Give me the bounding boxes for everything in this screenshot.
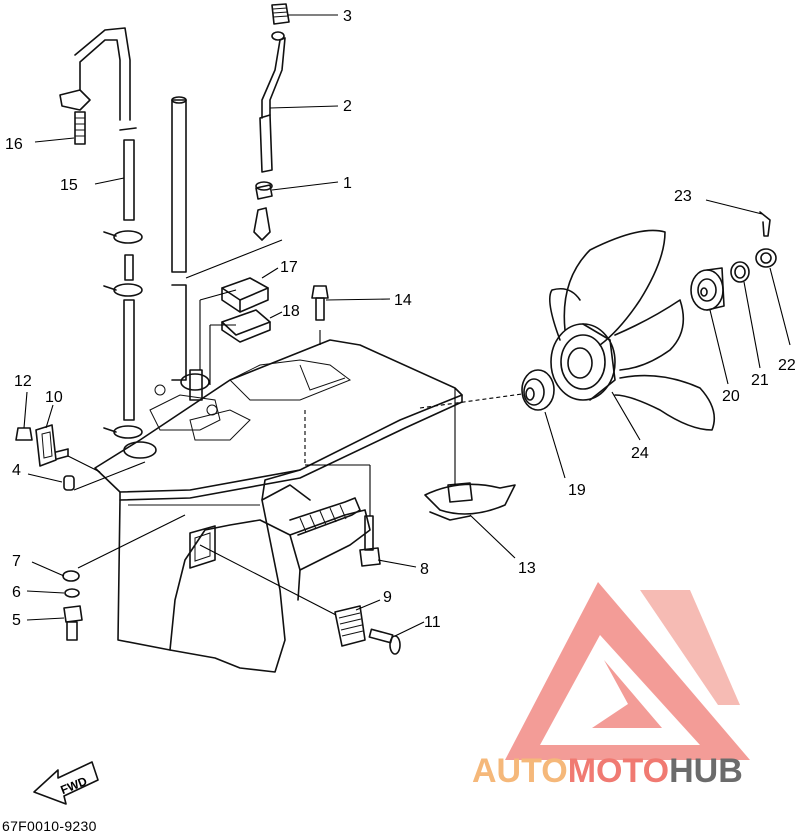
- automotohub-wordmark: AUTOMOTOHUB: [472, 752, 743, 791]
- callout-15: 15: [60, 177, 78, 194]
- wordmark-auto: AUTO: [472, 752, 568, 790]
- part-13-trim-tab: [424, 482, 516, 521]
- wordmark-moto: MOTO: [567, 752, 670, 790]
- callout-19: 19: [568, 482, 586, 499]
- callout-21: 21: [751, 372, 769, 389]
- part-18-plate: [221, 309, 271, 343]
- leader-lines: [23, 14, 791, 637]
- part-15-hose: [74, 27, 137, 421]
- part-10-anode: [35, 424, 69, 467]
- callout-20: 20: [722, 388, 740, 405]
- part-9-grille: [334, 605, 366, 647]
- part-20-spacer: [690, 267, 725, 311]
- callout-11: 11: [424, 614, 441, 631]
- catalog-code: 67F0010-9230: [2, 818, 97, 834]
- part-22-nut: [755, 248, 777, 268]
- part-7-washer: [62, 570, 80, 582]
- part-14-bolt: [311, 285, 329, 321]
- part-23-cotter-pin: [759, 211, 771, 237]
- callout-8: 8: [420, 561, 429, 578]
- callout-17: 17: [280, 259, 298, 276]
- callout-16: 16: [5, 136, 23, 153]
- part-19-thrust-washer: [521, 369, 555, 411]
- callout-5: 5: [12, 612, 21, 629]
- callout-4: 4: [12, 462, 21, 479]
- part-17-damper: [221, 277, 269, 313]
- callout-18: 18: [282, 303, 300, 320]
- callout-10: 10: [45, 389, 63, 406]
- callout-1: 1: [343, 175, 352, 192]
- part-6-washer: [64, 588, 80, 598]
- part-24-propeller: [549, 229, 716, 431]
- part-1-grommet: [253, 181, 273, 241]
- part-3-top-grommet: [271, 3, 290, 25]
- callout-23: 23: [674, 188, 692, 205]
- callout-3: 3: [343, 8, 352, 25]
- callout-6: 6: [12, 584, 21, 601]
- callout-2: 2: [343, 98, 352, 115]
- callout-numbers: 1 2 3 4 5 6 7 8 9 10 11 12 13 14 15 16 1…: [5, 8, 796, 631]
- callout-24: 24: [631, 445, 649, 462]
- callout-12: 12: [14, 373, 32, 390]
- automotohub-logo-triangle: [505, 582, 750, 760]
- part-11-screw: [368, 628, 401, 655]
- callout-22: 22: [778, 357, 796, 374]
- part-8-bolt: [359, 515, 381, 567]
- callout-9: 9: [383, 589, 392, 606]
- callout-13: 13: [518, 560, 536, 577]
- part-2-water-tube: [259, 31, 286, 173]
- part-12-bolt: [15, 427, 33, 441]
- part-16-fitting: [59, 89, 91, 145]
- callout-7: 7: [12, 553, 21, 570]
- hose-clamps: [103, 230, 143, 439]
- callout-14: 14: [394, 292, 412, 309]
- fwd-arrow-icon: FWD: [33, 761, 99, 805]
- lower-casing: [94, 339, 463, 673]
- part-5-bolt: [63, 605, 83, 641]
- wordmark-hub: HUB: [669, 752, 743, 790]
- part-21-washer: [730, 261, 750, 283]
- shift-rod: [171, 96, 187, 381]
- part-4-dowel-pin: [63, 475, 75, 491]
- fwd-label: FWD: [58, 774, 89, 797]
